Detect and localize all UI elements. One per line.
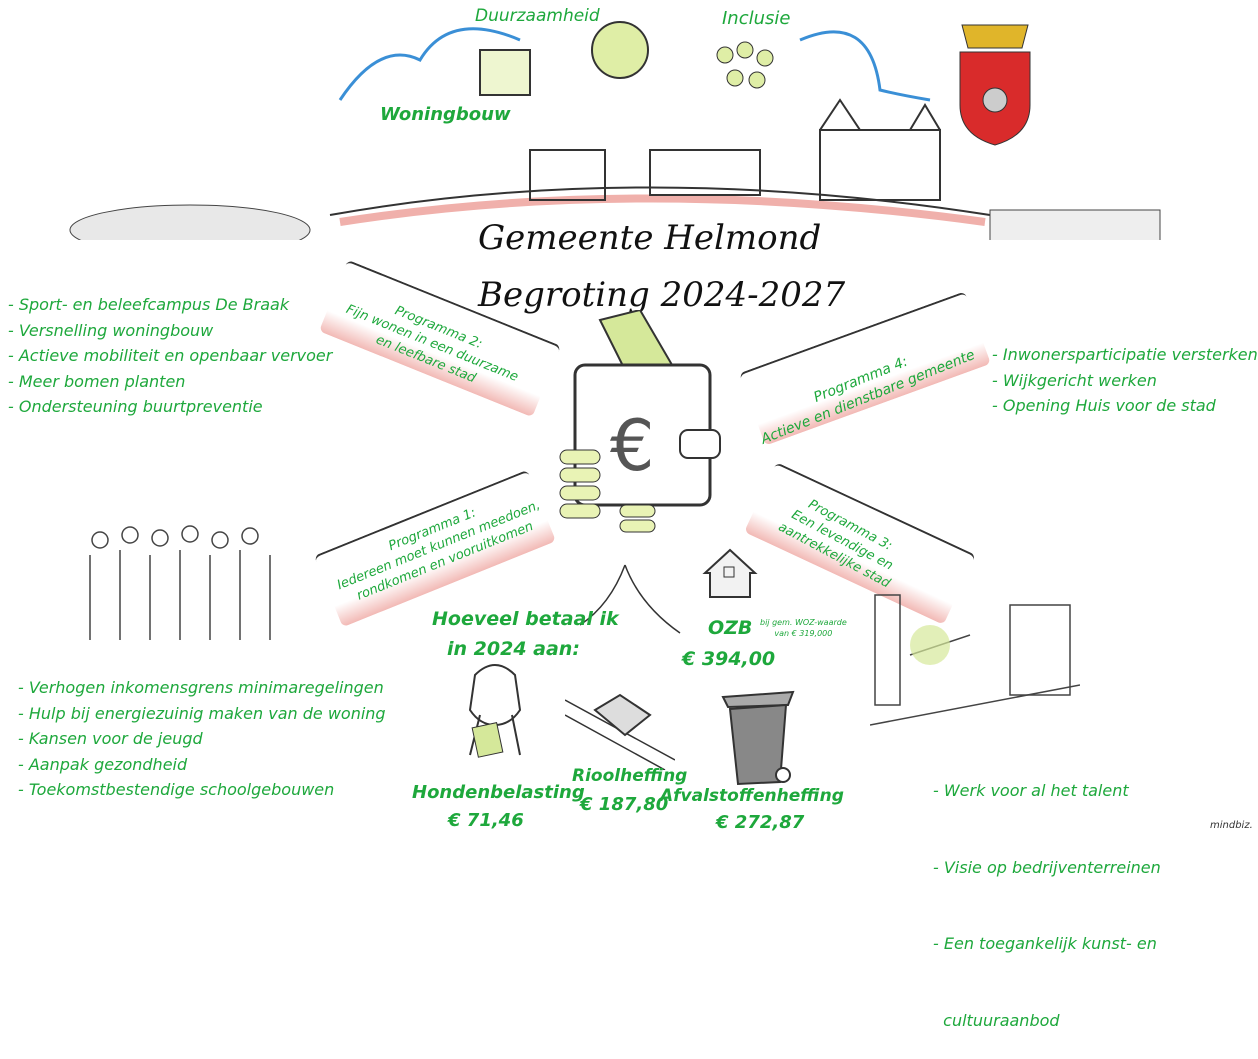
list-item: - Ondersteuning buurtpreventie	[8, 397, 263, 416]
page-title: Gemeente Helmond	[478, 218, 822, 258]
list-item: - Kansen voor de jeugd	[18, 729, 203, 748]
city-skyline-illustration	[69, 21, 1161, 240]
artist-signature: mindbiz.	[1210, 820, 1253, 831]
list-item: - Inwonersparticipatie versterken	[992, 345, 1258, 364]
theme-label-duurzaamheid: Duurzaamheid	[475, 6, 600, 26]
afvalstoffenheffing-label: Afvalstoffenheffing	[660, 786, 844, 806]
sewer-drain-icon	[565, 693, 675, 770]
list-item: - Verhogen inkomensgrens minimaregelinge…	[18, 678, 384, 697]
house-icon	[702, 548, 758, 598]
list-item: - Visie op bedrijventerreinen	[933, 857, 1161, 877]
list-top-left: - Sport- en beleefcampus De Braak - Vers…	[8, 292, 332, 420]
waste-bin-icon	[721, 690, 795, 786]
ozb-note-line: bij gem. WOZ-waarde	[760, 618, 847, 627]
ozb-note: bij gem. WOZ-waarde van € 319,000	[760, 617, 847, 639]
list-item: - Hulp bij energiezuinig maken van de wo…	[18, 703, 386, 723]
ozb-note-line: van € 319,000	[774, 629, 833, 638]
costs-question-line: Hoeveel betaal ik	[432, 608, 619, 630]
list-top-right: - Inwonersparticipatie versterken - Wijk…	[992, 342, 1258, 419]
list-item: - Actieve mobiliteit en openbaar vervoer	[8, 346, 333, 365]
list-item: - Aanpak gezondheid	[18, 754, 188, 774]
list-item: cultuuraanbod	[933, 1010, 1060, 1030]
list-bottom-left: - Verhogen inkomensgrens minimaregelinge…	[18, 675, 386, 803]
list-item: - Versnelling woningbouw	[8, 320, 214, 340]
list-item: - Werk voor al het talent	[933, 781, 1129, 800]
ozb-amount: € 394,00	[682, 648, 776, 670]
hondenbelasting-label: Hondenbelasting	[412, 782, 585, 803]
list-item: - Opening Huis voor de stad	[992, 396, 1216, 415]
wallet-coins-illustration: €	[559, 310, 721, 533]
list-item: - Wijkgericht werken	[992, 370, 1157, 390]
list-item: - Meer bomen planten	[8, 371, 186, 391]
street-scene-illustration	[870, 594, 1080, 726]
theme-label-woningbouw: Woningbouw	[380, 104, 511, 125]
rioolheffing-label: Rioolheffing	[572, 766, 688, 786]
rioolheffing-amount: € 187,80	[580, 794, 669, 815]
svg-text:€: €	[610, 405, 655, 487]
hondenbelasting-amount: € 71,46	[448, 810, 524, 831]
list-item: - Sport- en beleefcampus De Braak	[8, 295, 290, 314]
list-item: - Toekomstbestendige schoolgebouwen	[18, 780, 335, 799]
arrows-illustration	[580, 564, 681, 634]
people-crowd-illustration	[89, 525, 271, 640]
costs-question: Hoeveel betaal ik in 2024 aan:	[432, 604, 619, 664]
dog-icon	[468, 664, 522, 758]
theme-label-inclusie: Inclusie	[722, 8, 791, 29]
ozb-label: OZB	[708, 617, 753, 639]
list-item: - Een toegankelijk kunst- en	[933, 934, 1157, 953]
afvalstoffenheffing-amount: € 272,87	[716, 812, 805, 833]
costs-question-line: in 2024 aan:	[447, 638, 580, 660]
helmond-coat-of-arms	[959, 24, 1031, 146]
page-subtitle: Begroting 2024-2027	[478, 275, 846, 315]
list-bottom-right: - Werk voor al het talent - Visie op bed…	[933, 727, 1161, 1059]
